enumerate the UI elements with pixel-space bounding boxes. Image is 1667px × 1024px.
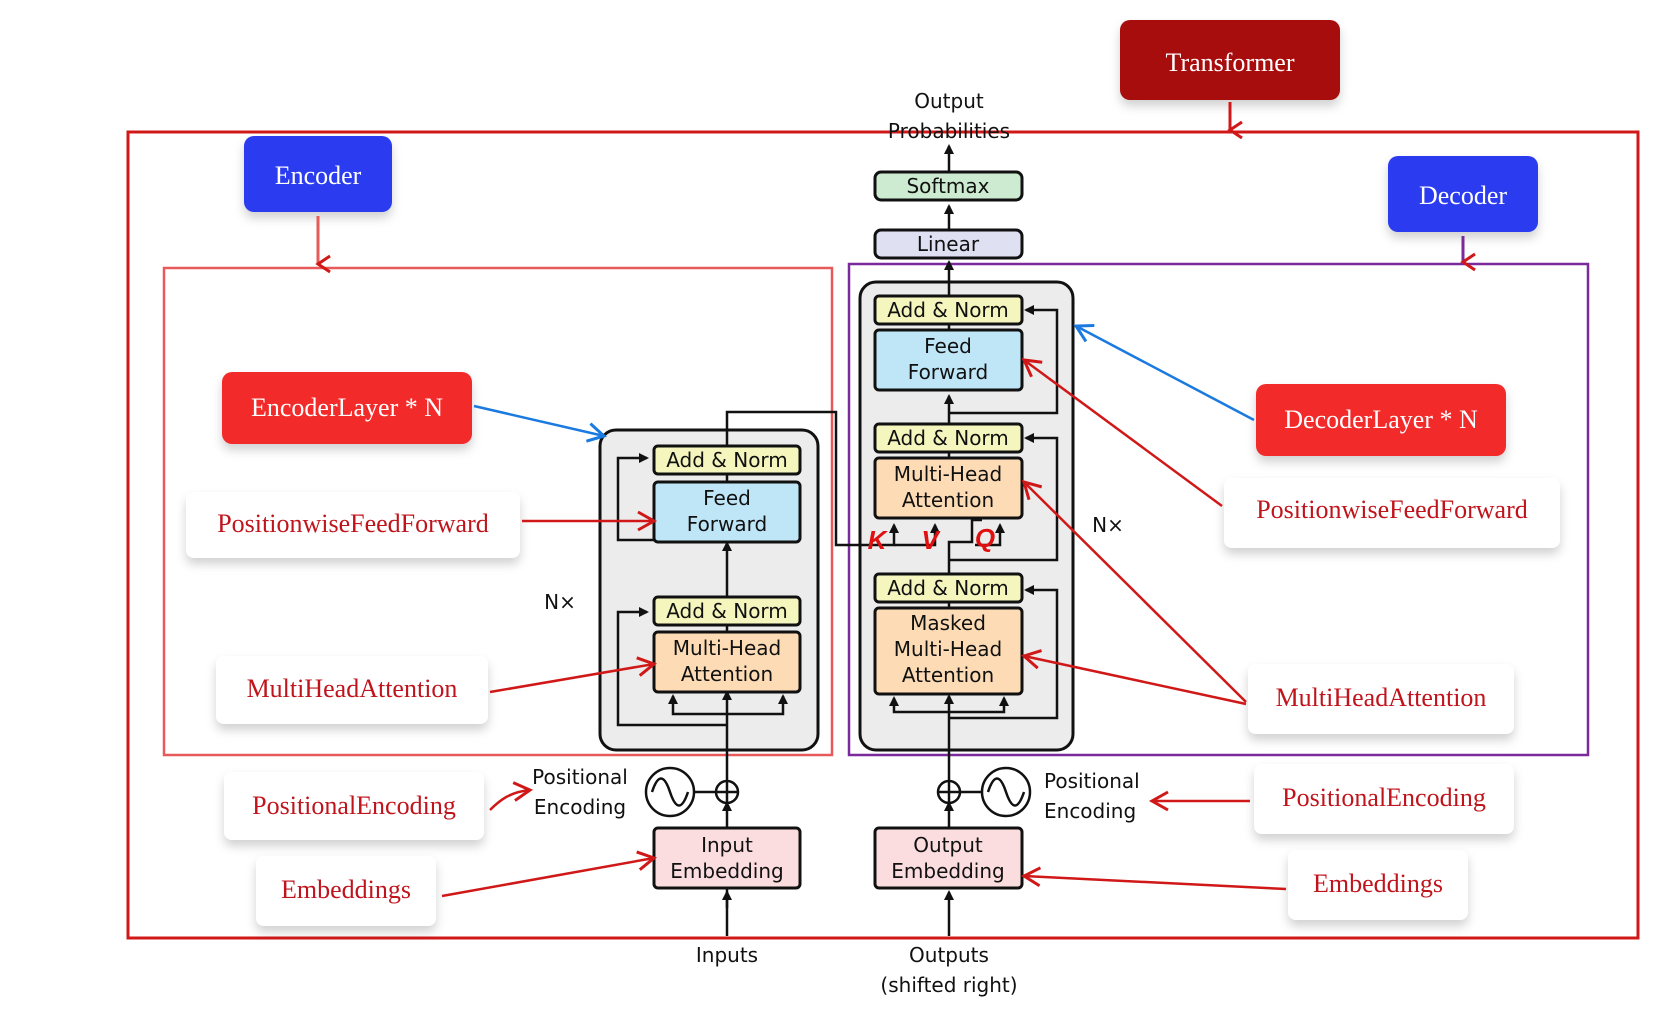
dec-masked-label-2: Multi-Head	[894, 637, 1002, 661]
enc-ffn-annotation: PositionwiseFeedForward	[186, 492, 520, 558]
dec-emb-label-2: Embedding	[891, 859, 1004, 883]
output-prob-label-2: Probabilities	[888, 119, 1010, 143]
enc-mha-label-2: Attention	[681, 662, 773, 686]
dec-output-embedding	[873, 826, 1024, 890]
enc-pos-text-2: Encoding	[534, 795, 626, 819]
enc-emb-label-2: Embedding	[670, 859, 783, 883]
outputs-label-2: (shifted right)	[880, 973, 1017, 997]
dec-pos-annotation: PositionalEncoding	[1254, 764, 1514, 834]
dec-add-norm-bottom	[873, 572, 1024, 604]
enc-mha-annotation: MultiHeadAttention	[216, 656, 488, 724]
inputs-label: Inputs	[696, 943, 758, 967]
svg-text:PositionalEncoding: PositionalEncoding	[252, 791, 456, 820]
enc-nx-label: N×	[544, 590, 576, 614]
dec-mha-label-2: Attention	[902, 488, 994, 512]
dec-pos-text-2: Encoding	[1044, 799, 1136, 823]
dec-pos-text-1: Positional	[1044, 769, 1140, 793]
enc-add-norm-top-label: Add & Norm	[666, 448, 788, 472]
v-label: V	[921, 525, 941, 555]
svg-text:Encoder: Encoder	[275, 161, 362, 190]
enc-pos-annotation: PositionalEncoding	[224, 772, 484, 840]
k-label: K	[868, 525, 889, 555]
dec-ffn-label-1: Feed	[924, 334, 972, 358]
enc-emb-annotation: Embeddings	[256, 856, 436, 926]
dec-mha-annotation: MultiHeadAttention	[1248, 664, 1514, 734]
linear-label: Linear	[917, 232, 980, 256]
enc-ffn-label-1: Feed	[703, 486, 751, 510]
dec-emb-annotation: Embeddings	[1288, 850, 1468, 920]
q-label: Q	[975, 523, 995, 553]
transformer-frame	[126, 130, 1640, 940]
svg-text:MultiHeadAttention: MultiHeadAttention	[1276, 683, 1487, 712]
dec-add-norm-middle-label: Add & Norm	[887, 426, 1009, 450]
svg-text:DecoderLayer * N: DecoderLayer * N	[1284, 405, 1478, 434]
enc-ffn-label-2: Forward	[687, 512, 767, 536]
enc-add-norm-bottom-label: Add & Norm	[666, 599, 788, 623]
dec-ffn-annotation: PositionwiseFeedForward	[1224, 478, 1560, 548]
svg-text:PositionalEncoding: PositionalEncoding	[1282, 783, 1486, 812]
dec-ffn-label-2: Forward	[908, 360, 988, 384]
enc-emb-label-1: Input	[701, 833, 753, 857]
enc-pos-text-1: Positional	[532, 765, 628, 789]
dec-emb-label-1: Output	[913, 833, 983, 857]
svg-text:PositionwiseFeedForward: PositionwiseFeedForward	[1256, 495, 1528, 524]
enc-mha-label-1: Multi-Head	[673, 636, 781, 660]
decoder-layer-badge: DecoderLayer * N	[1256, 384, 1506, 456]
softmax-label: Softmax	[906, 174, 989, 198]
dec-add-norm-top	[873, 294, 1024, 326]
output-prob-label-1: Output	[914, 89, 984, 113]
svg-text:Embeddings: Embeddings	[281, 875, 411, 904]
dec-add-norm-bottom-label: Add & Norm	[887, 576, 1009, 600]
encoder-badge: Encoder	[244, 136, 392, 212]
transformer-badge: Transformer	[1120, 20, 1340, 100]
encoder-stack-block	[598, 428, 820, 752]
decoder-frame	[847, 262, 1590, 757]
dec-add-norm-middle	[873, 422, 1024, 454]
enc-add-norm-top	[652, 444, 802, 476]
dec-nx-label: N×	[1092, 513, 1124, 537]
dec-masked-label-1: Masked	[910, 611, 986, 635]
dec-add-norm-top-label: Add & Norm	[887, 298, 1009, 322]
dec-masked-label-3: Attention	[902, 663, 994, 687]
svg-text:Transformer: Transformer	[1165, 48, 1294, 77]
outputs-label-1: Outputs	[909, 943, 989, 967]
enc-add-norm-bottom	[652, 595, 802, 627]
decoder-badge: Decoder	[1388, 156, 1538, 232]
svg-text:Decoder: Decoder	[1419, 181, 1507, 210]
softmax-box	[873, 170, 1024, 202]
encoder-frame	[162, 266, 834, 757]
svg-text:EncoderLayer * N: EncoderLayer * N	[251, 393, 443, 422]
encoder-layer-badge: EncoderLayer * N	[222, 372, 472, 444]
dec-mha-label-1: Multi-Head	[894, 462, 1002, 486]
svg-text:PositionwiseFeedForward: PositionwiseFeedForward	[217, 509, 489, 538]
svg-text:MultiHeadAttention: MultiHeadAttention	[247, 674, 458, 703]
svg-text:Embeddings: Embeddings	[1313, 869, 1443, 898]
linear-box	[873, 228, 1024, 260]
